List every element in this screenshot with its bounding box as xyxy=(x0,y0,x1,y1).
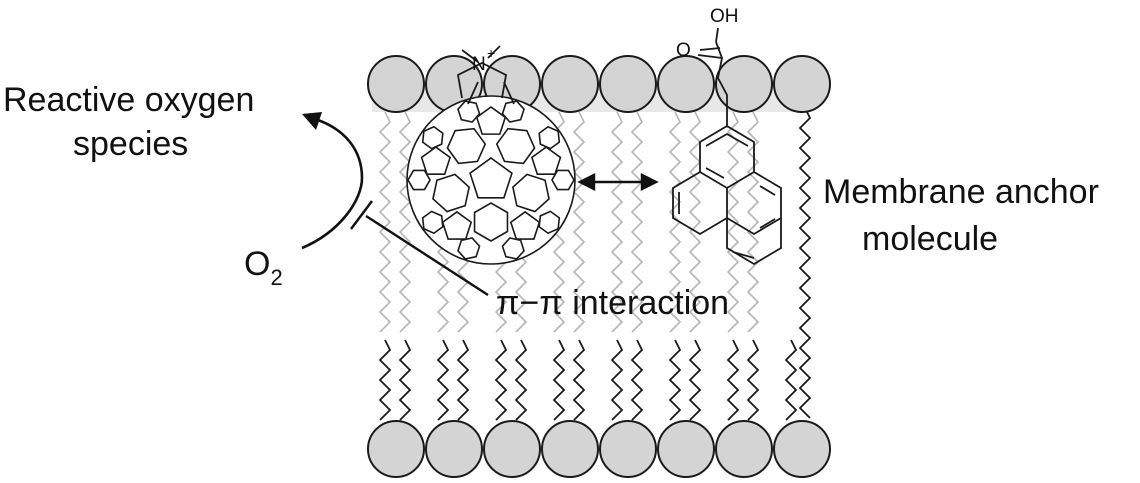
fullerene-facet xyxy=(538,125,561,150)
ammonium-n-label: N xyxy=(472,54,486,75)
fullerene-facet xyxy=(495,127,536,165)
lipid-tail xyxy=(610,339,624,421)
lipid-tail xyxy=(746,339,760,421)
lipid-tail xyxy=(668,339,682,421)
lipid-tail xyxy=(610,111,624,333)
lipid-tail xyxy=(494,339,508,421)
fullerene-facet xyxy=(469,157,513,199)
fullerene-molecule xyxy=(406,95,576,265)
lipid-tail xyxy=(572,339,586,421)
lipid-tail xyxy=(456,339,470,421)
lipid-tail xyxy=(688,111,702,333)
pi-pi-double-arrow xyxy=(577,173,659,191)
anchor-label-line1: Membrane anchor xyxy=(823,173,1099,211)
lipid-head xyxy=(715,55,773,113)
fullerene-facet xyxy=(432,173,471,213)
o2-main: O xyxy=(244,245,270,283)
fullerene-facet xyxy=(421,125,444,150)
fullerene-facet xyxy=(501,237,525,260)
lipid-head xyxy=(599,420,657,478)
ros-label-line2: species xyxy=(73,125,188,163)
edge-lipid-tail xyxy=(798,107,812,419)
lipid-head xyxy=(483,420,541,478)
anchor-label-line2: molecule xyxy=(862,220,998,258)
fullerene-facet xyxy=(475,106,507,135)
lipid-head xyxy=(367,55,425,113)
ros-generation-arrow xyxy=(301,112,364,250)
fullerene-facet xyxy=(538,210,561,235)
lipid-head xyxy=(657,55,715,113)
carboxyl-oh-label: OH xyxy=(710,6,739,27)
lipid-head xyxy=(657,420,715,478)
lipid-head xyxy=(541,420,599,478)
carboxyl-o-label: O xyxy=(676,40,691,61)
lipid-head xyxy=(541,55,599,113)
lipid-head xyxy=(715,420,773,478)
lipid-tail xyxy=(798,107,812,419)
ammonium-charge-label: + xyxy=(487,45,495,61)
fullerene-facet xyxy=(407,169,431,191)
lipid-tail xyxy=(378,339,392,421)
lipid-head xyxy=(367,420,425,478)
lipid-tail xyxy=(688,339,702,421)
fullerene-facet xyxy=(446,127,487,165)
ros-label-line1: Reactive oxygen xyxy=(3,81,254,119)
fullerene-facet xyxy=(420,146,452,176)
fullerene-facet xyxy=(441,210,473,240)
lipid-tail xyxy=(398,339,412,421)
pyrene-molecule: O OH xyxy=(672,6,782,266)
pi-interaction-label: π−π interaction xyxy=(496,284,729,322)
fullerene-facet xyxy=(457,100,481,123)
lipid-head xyxy=(425,420,483,478)
lower-leaflet-tails xyxy=(378,339,798,421)
fullerene-facet xyxy=(511,173,550,213)
fullerene-facet xyxy=(501,100,525,123)
o2-subscript: 2 xyxy=(270,265,282,290)
fullerene-facet xyxy=(421,210,444,235)
fullerene-facet xyxy=(509,210,541,240)
fullerene-facet xyxy=(457,237,481,260)
lipid-tail xyxy=(552,339,566,421)
lipid-tail xyxy=(726,111,740,333)
lipid-tail xyxy=(746,111,760,333)
lower-lipid-heads xyxy=(367,420,831,478)
inhibition-pointer xyxy=(350,200,489,297)
lipid-tail xyxy=(398,111,412,333)
lipid-tail xyxy=(630,339,644,421)
fullerene-facet xyxy=(530,146,562,176)
lipid-tail xyxy=(784,339,798,421)
lipid-head xyxy=(599,55,657,113)
lipid-tail xyxy=(630,111,644,333)
lipid-head xyxy=(773,55,831,113)
lipid-tail xyxy=(436,339,450,421)
fullerene-facet xyxy=(473,202,509,242)
lipid-tail xyxy=(514,339,528,421)
lipid-tail xyxy=(726,339,740,421)
ammonium-group: N + xyxy=(456,45,515,105)
lipid-tail xyxy=(572,111,586,333)
fullerene-facet xyxy=(551,169,575,191)
lipid-head xyxy=(773,420,831,478)
lipid-tail xyxy=(378,111,392,333)
o2-label: O2 xyxy=(244,245,283,290)
